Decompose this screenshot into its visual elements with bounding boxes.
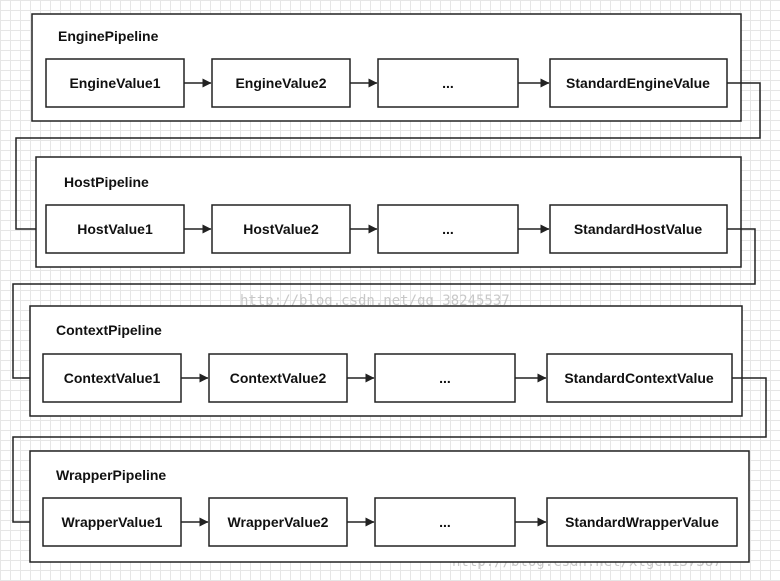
valve-label: StandardWrapperValue [565,514,719,530]
pipeline-title: EnginePipeline [58,28,159,44]
valve-label: WrapperValue1 [62,514,163,530]
valve-box [211,58,351,108]
valve-label: ... [442,221,454,237]
valve-box [42,353,182,403]
valve-box [377,58,519,108]
valve-label: ... [442,75,454,91]
connector-arrow [12,228,756,383]
valve-label: StandardHostValue [574,221,703,237]
connector-arrow [15,82,761,234]
pipeline-wrapper: WrapperPipeline WrapperValue1 WrapperVal… [29,450,750,563]
valve-label: StandardContextValue [564,370,714,386]
valve-label: EngineValue1 [69,75,160,91]
pipeline-host: HostPipeline HostValue1 HostValue2 ... S… [35,156,742,268]
valve-label: StandardEngineValue [566,75,710,91]
pipeline-context: ContextPipeline ContextValue1 ContextVal… [29,305,743,417]
valve-box [45,204,185,254]
valve-label: WrapperValue2 [228,514,329,530]
pipeline-title: ContextPipeline [56,322,162,338]
valve-box [374,353,516,403]
valve-label: ContextValue2 [230,370,327,386]
pipeline-title: WrapperPipeline [56,467,166,483]
valve-box [549,58,728,108]
valve-label: HostValue2 [243,221,319,237]
connector-arrow [12,377,767,527]
pipeline-title: HostPipeline [64,174,149,190]
valve-box [374,497,516,547]
valve-box [208,497,348,547]
valve-label: EngineValue2 [235,75,326,91]
valve-box [377,204,519,254]
valve-label: HostValue1 [77,221,153,237]
valve-label: ... [439,370,451,386]
pipeline-engine: EnginePipeline EngineValue1 EngineValue2… [31,13,742,122]
valve-box [546,353,733,403]
valve-box [211,204,351,254]
valve-box [208,353,348,403]
watermark-text: http://blog.csdn.net/qq_38245537 [240,293,510,309]
valve-box [549,204,728,254]
valve-label: ... [439,514,451,530]
valve-box [546,497,738,547]
valve-box [42,497,182,547]
valve-label: ContextValue1 [64,370,161,386]
